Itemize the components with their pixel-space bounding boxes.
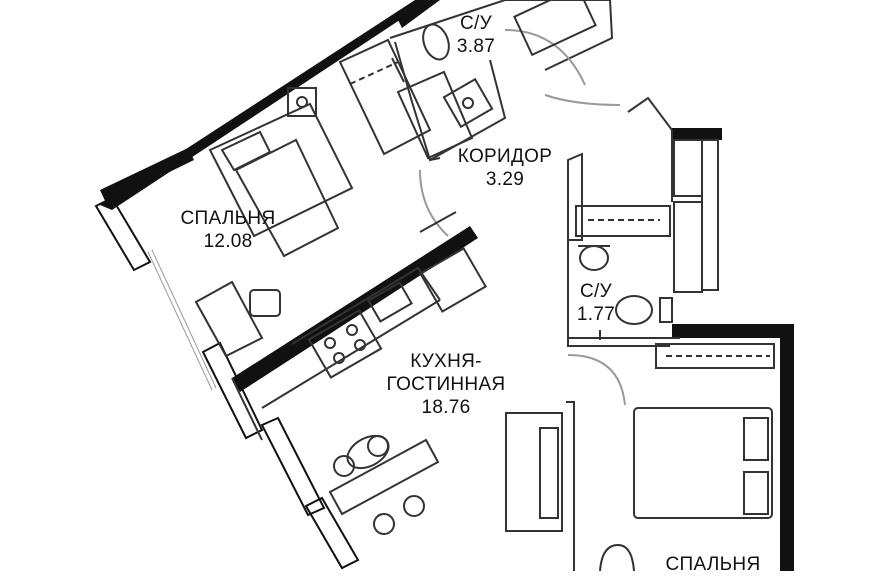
interior-lines bbox=[194, 0, 775, 571]
room-name: С/У bbox=[460, 13, 492, 34]
room-area: 18.76 bbox=[421, 397, 471, 418]
window-left-4 bbox=[304, 496, 360, 570]
wall-right-outer bbox=[780, 324, 794, 571]
window-left-2 bbox=[201, 341, 264, 440]
wall-top-bath bbox=[398, 0, 440, 28]
room-label-bath2: С/У 1.77 bbox=[566, 280, 626, 326]
wall-right-bedroom bbox=[672, 324, 792, 338]
room-area: 3.29 bbox=[485, 169, 525, 190]
room-label-corridor: КОРИДОР 3.29 bbox=[444, 145, 566, 191]
room-name: С/У bbox=[580, 281, 612, 302]
room-name: КУХНЯ- bbox=[410, 351, 482, 372]
bed-bedroom2 bbox=[633, 407, 773, 519]
sofa bbox=[505, 412, 563, 532]
glass-lines bbox=[147, 249, 217, 391]
room-name-line2: ГОСТИННАЯ bbox=[386, 374, 506, 395]
room-name: СПАЛЬНЯ bbox=[180, 208, 276, 229]
window-left-3 bbox=[260, 416, 326, 517]
walls bbox=[94, 0, 794, 571]
room-name: СПАЛЬНЯ bbox=[665, 554, 761, 575]
room-label-bedroom2: СПАЛЬНЯ bbox=[658, 553, 768, 576]
wall-corner-bedroom bbox=[100, 148, 194, 203]
dining-table bbox=[328, 438, 440, 516]
wall-divider-kitchen bbox=[232, 226, 478, 392]
room-area: 3.87 bbox=[456, 36, 496, 57]
window-left-1 bbox=[94, 196, 152, 272]
room-label-kitchen: КУХНЯ- ГОСТИННАЯ 18.76 bbox=[376, 350, 516, 419]
room-area: 12.08 bbox=[203, 231, 253, 252]
room-label-bedroom1: СПАЛЬНЯ 12.08 bbox=[166, 207, 290, 253]
room-name: КОРИДОР bbox=[457, 146, 553, 167]
room-area: 1.77 bbox=[576, 304, 616, 325]
room-label-bath1: С/У 3.87 bbox=[446, 12, 506, 58]
wall-top-right bbox=[672, 128, 722, 140]
